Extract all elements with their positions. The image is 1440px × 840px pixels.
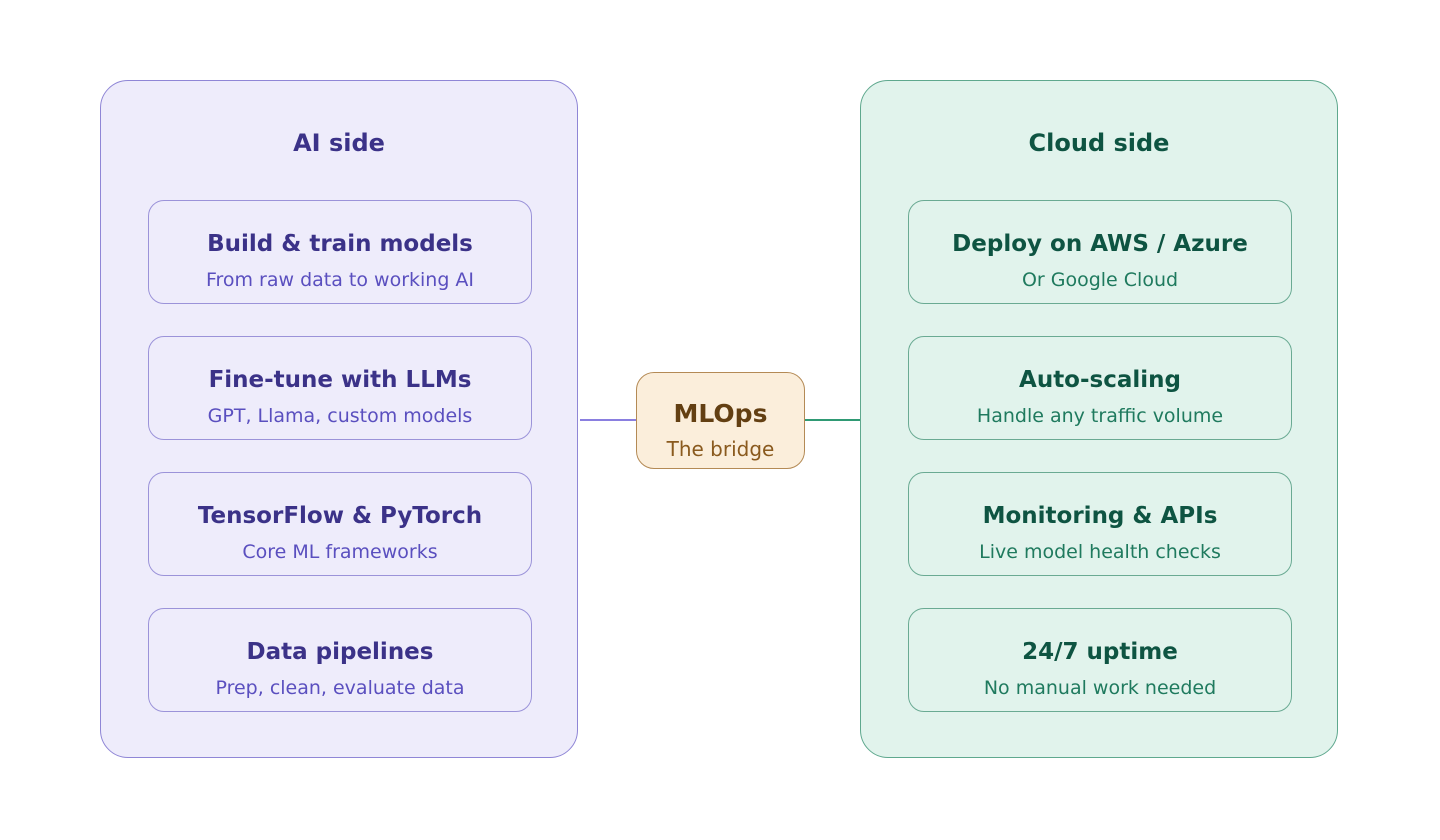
- card-subtitle: Prep, clean, evaluate data: [215, 677, 465, 699]
- card-title: 24/7 uptime: [1022, 639, 1178, 665]
- card-title: Data pipelines: [246, 639, 434, 665]
- cloud-card-uptime: 24/7 uptime No manual work needed: [908, 608, 1292, 712]
- ai-card-data-pipelines: Data pipelines Prep, clean, evaluate dat…: [148, 608, 532, 712]
- cloud-side-panel: Cloud side Deploy on AWS / Azure Or Goog…: [860, 80, 1338, 758]
- mlops-bridge-node: MLOps The bridge: [636, 372, 805, 469]
- ai-card-frameworks: TensorFlow & PyTorch Core ML frameworks: [148, 472, 532, 576]
- ai-side-panel: AI side Build & train models From raw da…: [100, 80, 578, 758]
- card-title: TensorFlow & PyTorch: [197, 503, 483, 529]
- card-title: Fine-tune with LLMs: [208, 367, 472, 393]
- connector-ai-to-bridge: [580, 419, 636, 421]
- cloud-card-auto-scaling: Auto-scaling Handle any traffic volume: [908, 336, 1292, 440]
- cloud-card-monitoring: Monitoring & APIs Live model health chec…: [908, 472, 1292, 576]
- ai-card-fine-tune: Fine-tune with LLMs GPT, Llama, custom m…: [148, 336, 532, 440]
- card-subtitle: Handle any traffic volume: [976, 405, 1224, 427]
- card-subtitle: Core ML frameworks: [242, 541, 438, 563]
- connector-bridge-to-cloud: [805, 419, 860, 421]
- card-title: Deploy on AWS / Azure: [952, 231, 1248, 257]
- card-subtitle: No manual work needed: [983, 677, 1217, 699]
- card-subtitle: Or Google Cloud: [1021, 269, 1179, 291]
- bridge-subtitle: The bridge: [666, 437, 775, 461]
- bridge-title: MLOps: [673, 399, 768, 428]
- card-subtitle: From raw data to working AI: [205, 269, 475, 291]
- cloud-card-deploy: Deploy on AWS / Azure Or Google Cloud: [908, 200, 1292, 304]
- card-title: Build & train models: [207, 231, 473, 257]
- card-title: Auto-scaling: [1019, 367, 1181, 393]
- card-subtitle: Live model health checks: [979, 541, 1221, 563]
- card-title: Monitoring & APIs: [982, 503, 1218, 529]
- ai-side-title: AI side: [293, 129, 385, 157]
- ai-card-build-train: Build & train models From raw data to wo…: [148, 200, 532, 304]
- card-subtitle: GPT, Llama, custom models: [207, 405, 473, 427]
- cloud-side-title: Cloud side: [1028, 129, 1170, 157]
